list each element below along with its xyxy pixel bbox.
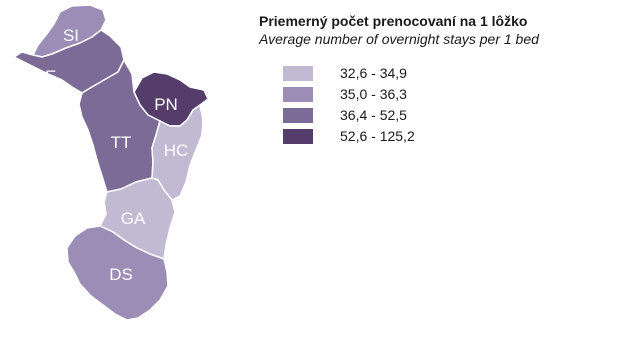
map-regions [13,4,209,321]
legend-swatch [283,128,313,144]
legend-item: 36,4 - 52,5 [283,106,634,124]
legend-range: 36,4 - 52,5 [340,107,407,123]
legend-swatch [283,86,313,102]
district-label-HC: HC [164,141,189,160]
district-label-TT: TT [111,133,132,152]
legend-range: 35,0 - 36,3 [340,86,407,102]
legend-range: 32,6 - 34,9 [340,65,407,81]
legend-item: 52,6 - 125,2 [283,127,634,145]
legend-title-en: Average number of overnight stays per 1 … [259,31,539,47]
district-map: SI SE PN TT HC GA DS [13,4,209,321]
map-legend: Priemerný počet prenocovaní na 1 lôžko A… [259,13,634,148]
district-label-PN: PN [154,95,178,114]
district-HC[interactable] [151,104,204,201]
legend-range: 52,6 - 125,2 [340,128,415,144]
legend-item: 32,6 - 34,9 [283,64,634,82]
legend-swatch [283,107,313,123]
legend-item: 35,0 - 36,3 [283,85,634,103]
district-labels: SI SE PN TT HC GA DS [34,26,189,284]
legend-list: 32,6 - 34,9 35,0 - 36,3 36,4 - 52,5 52,6… [283,64,634,145]
district-DS[interactable] [66,225,169,321]
legend-title-sk: Priemerný počet prenocovaní na 1 lôžko [259,13,528,29]
district-label-GA: GA [121,209,146,228]
district-label-DS: DS [109,265,133,284]
district-label-SI: SI [63,26,79,45]
district-label-SE: SE [34,67,57,86]
legend-swatch [283,65,313,81]
